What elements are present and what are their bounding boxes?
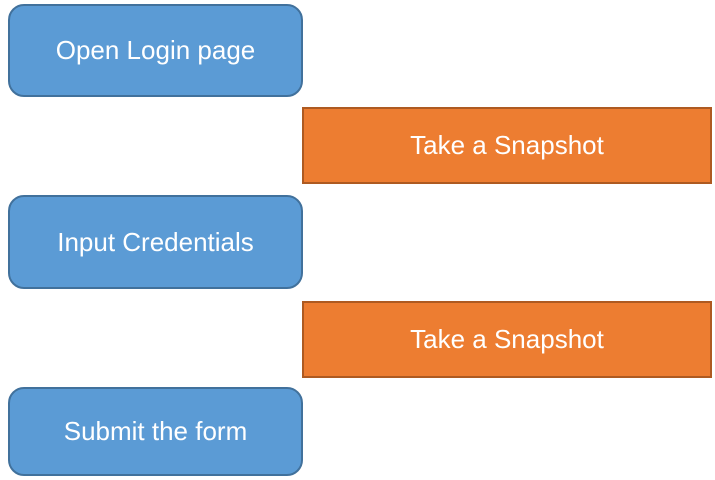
flow-node-input-credentials: Input Credentials xyxy=(8,195,303,289)
flow-node-open-login-page: Open Login page xyxy=(8,4,303,97)
flow-node-take-snapshot-1: Take a Snapshot xyxy=(302,107,712,184)
flow-node-submit-form: Submit the form xyxy=(8,387,303,476)
flow-node-take-snapshot-2: Take a Snapshot xyxy=(302,301,712,378)
